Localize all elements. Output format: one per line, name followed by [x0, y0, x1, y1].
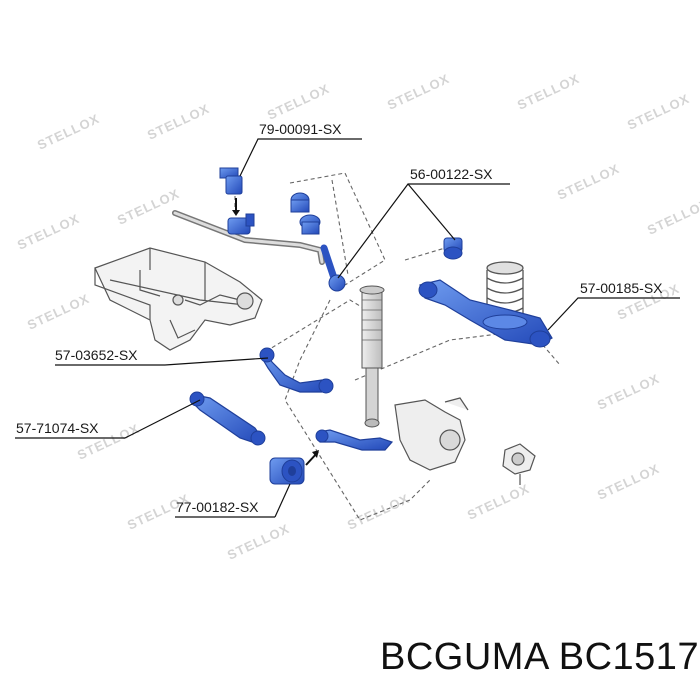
label-upper-arm: 57-03652-SX — [55, 347, 138, 363]
watermark-text: STELLOX — [595, 371, 662, 413]
label-lower-arm: 57-00185-SX — [580, 280, 663, 296]
label-arm-bushing: 77-00182-SX — [176, 499, 259, 515]
leader-lines — [15, 138, 680, 518]
label-stabilizer-link: 56-00122-SX — [410, 166, 493, 182]
lower-control-arm-part — [418, 279, 553, 348]
coil-spring — [486, 261, 524, 324]
watermark-text: STELLOX — [25, 291, 92, 333]
watermark-text: STELLOX — [265, 81, 332, 123]
watermark-text: STELLOX — [595, 461, 662, 503]
watermark-text: STELLOX — [625, 91, 692, 133]
arm-bushing-part — [269, 450, 319, 485]
watermark-text: STELLOX — [35, 111, 102, 153]
watermark-text: STELLOX — [645, 196, 700, 238]
watermark-text: STELLOX — [115, 186, 182, 228]
watermark-text: STELLOX — [225, 521, 292, 563]
watermark-text: STELLOX — [515, 71, 582, 113]
trailing-arm-part — [189, 391, 266, 446]
watermark-text: STELLOX — [15, 211, 82, 253]
stabilizer-bar — [172, 210, 325, 265]
subframe-drawing — [94, 247, 263, 351]
watermark-text: STELLOX — [145, 101, 212, 143]
shock-absorber — [359, 285, 385, 428]
product-caption: BCGUMA BC1517 — [380, 636, 700, 678]
lateral-link-part — [315, 429, 394, 451]
stabilizer-link-part — [290, 192, 463, 292]
watermark-text: STELLOX — [385, 71, 452, 113]
knuckle-drawing — [394, 397, 536, 485]
label-trailing-arm: 57-71074-SX — [16, 420, 99, 436]
label-stabilizer-bushing: 79-00091-SX — [259, 121, 342, 137]
watermark-text: STELLOX — [465, 481, 532, 523]
upper-arm-part — [259, 347, 334, 394]
stabilizer-bushing-part — [219, 167, 255, 235]
watermark-text: STELLOX — [555, 161, 622, 203]
